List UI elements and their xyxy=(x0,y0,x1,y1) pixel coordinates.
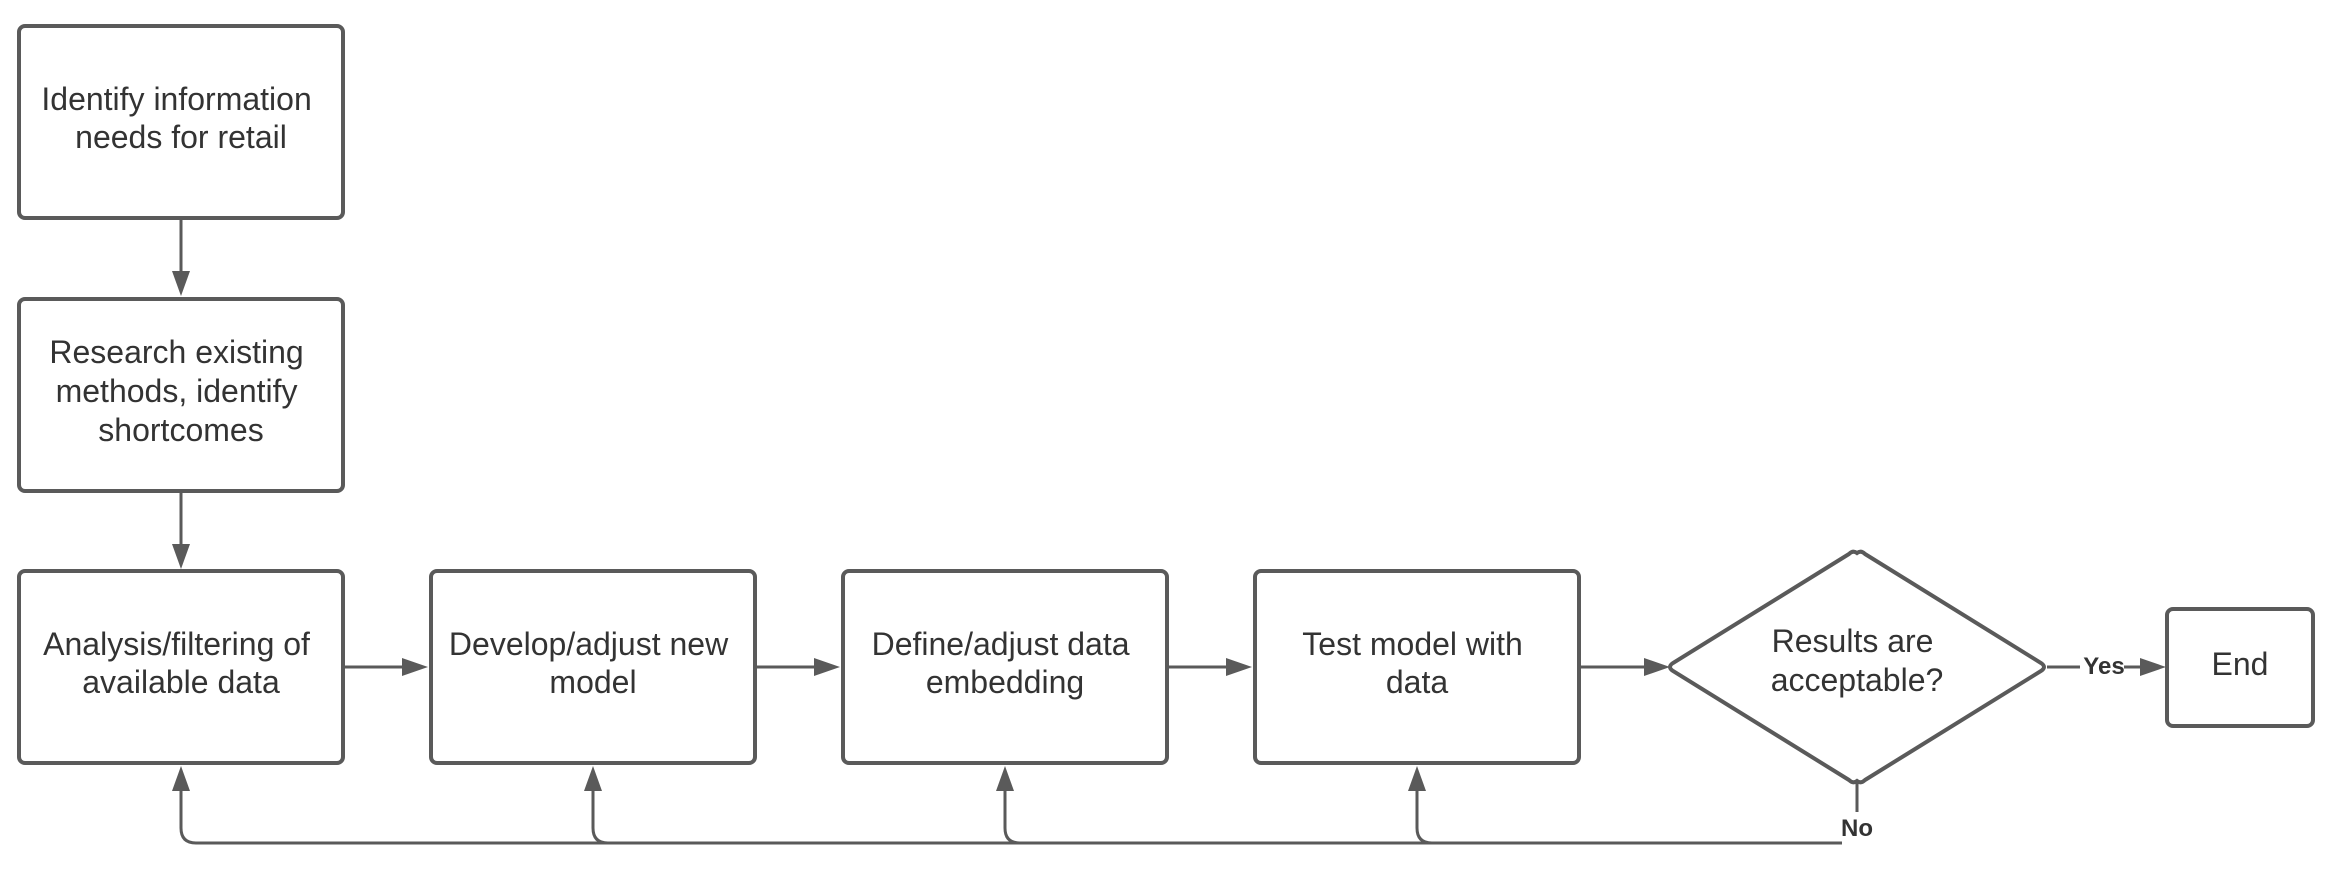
arrow-right-icon xyxy=(814,658,840,676)
arrow-down-icon xyxy=(172,544,190,569)
node-define-embedding: Define/adjust data embedding xyxy=(841,569,1169,765)
edge-analysis-to-develop xyxy=(344,658,428,676)
arrow-up-icon xyxy=(584,766,602,791)
node-end: End xyxy=(2165,607,2315,728)
arrow-up-icon xyxy=(172,766,190,791)
node-decision-results: Results are acceptable? xyxy=(1668,549,2046,785)
edge-develop-to-define xyxy=(756,658,840,676)
arrow-right-icon xyxy=(402,658,428,676)
node-develop-text: Develop/adjust new model xyxy=(449,626,737,700)
node-analysis-filtering: Analysis/filtering of available data xyxy=(17,569,345,765)
edge-test-to-decision xyxy=(1580,658,1670,676)
yes-label: Yes xyxy=(2083,653,2124,680)
yes-label-background xyxy=(2080,650,2124,680)
node-end-text: End xyxy=(2212,646,2269,682)
arrow-up-icon xyxy=(996,766,1014,791)
node-decision-text: Results are acceptable? xyxy=(1771,623,1944,698)
edge-identify-to-research xyxy=(172,219,190,296)
arrow-down-icon xyxy=(172,271,190,296)
node-test-model: Test model with data xyxy=(1253,569,1581,765)
edge-decision-no-feedback: No xyxy=(172,766,1873,845)
edge-define-to-test xyxy=(1168,658,1252,676)
node-research-text: Research existing methods, identify shor… xyxy=(49,334,312,448)
node-identify-information: Identify information needs for retail xyxy=(17,24,345,220)
edge-research-to-analysis xyxy=(172,491,190,569)
edge-decision-yes-to-end: Yes xyxy=(2047,650,2166,680)
node-test-text: Test model with data xyxy=(1302,626,1531,700)
node-identify-text: Identify information needs for retail xyxy=(41,81,320,155)
arrow-up-icon xyxy=(1408,766,1426,791)
node-research-methods: Research existing methods, identify shor… xyxy=(17,297,345,493)
no-label: No xyxy=(1841,815,1873,842)
node-develop-model: Develop/adjust new model xyxy=(429,569,757,765)
arrow-right-icon xyxy=(1644,658,1670,676)
arrow-right-icon xyxy=(2140,658,2166,676)
node-define-text: Define/adjust data embedding xyxy=(872,626,1139,700)
arrow-right-icon xyxy=(1226,658,1252,676)
node-analysis-text: Analysis/filtering of available data xyxy=(43,626,319,700)
